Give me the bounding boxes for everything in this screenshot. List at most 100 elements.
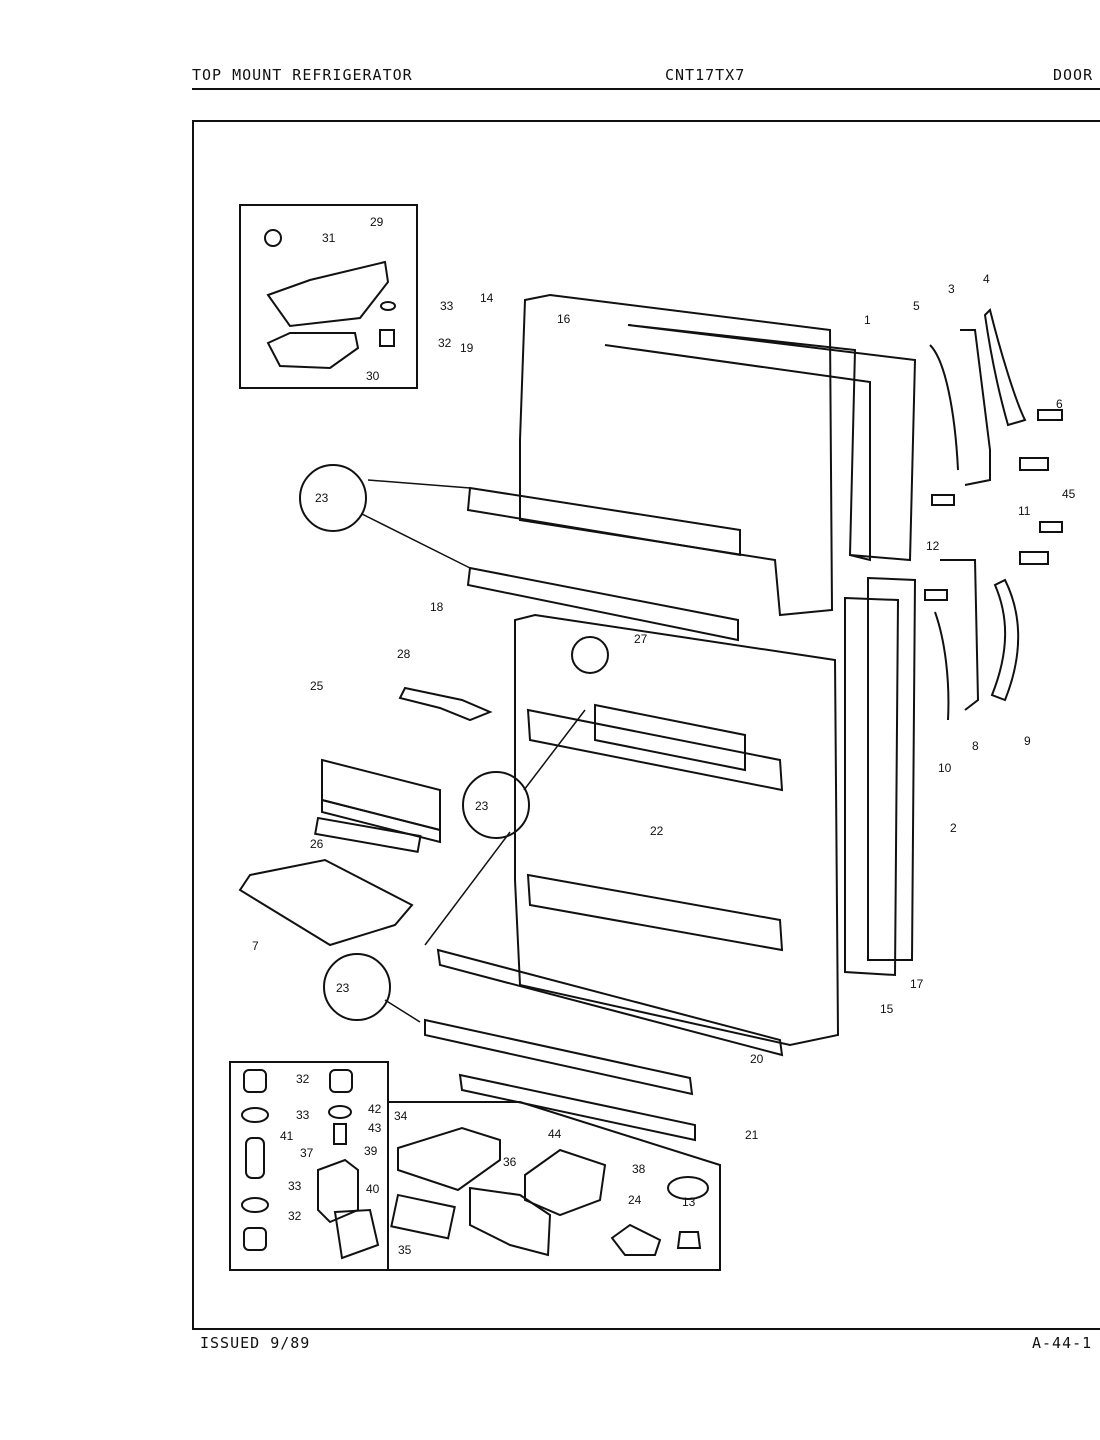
callout-1: 1	[864, 313, 871, 327]
freezer-gasket	[604, 344, 871, 562]
freezer-bottom-rail	[466, 566, 739, 642]
callout-24: 24	[628, 1193, 642, 1207]
callout-8: 8	[972, 739, 979, 753]
hinge-strap-4	[983, 308, 1027, 427]
fresh-food-outer-door	[867, 576, 917, 961]
inset-bottom-hinge	[229, 1061, 721, 1271]
plug-11-lower	[1019, 551, 1049, 565]
callout-35: 35	[398, 1243, 412, 1257]
callout-38: 38	[632, 1162, 646, 1176]
callout-41: 41	[280, 1129, 294, 1143]
hinge-cover-5	[929, 344, 959, 471]
hinge-44	[524, 1148, 607, 1217]
callout-44: 44	[548, 1127, 562, 1141]
callout-21: 21	[745, 1128, 759, 1142]
fresh-food-rail-20	[436, 948, 784, 1057]
callout-42: 42	[368, 1102, 382, 1116]
callout-7: 7	[252, 939, 259, 953]
callout-9: 9	[1024, 734, 1031, 748]
callout-29: 29	[370, 215, 384, 229]
callout-15: 15	[880, 1002, 894, 1016]
freezer-liner	[519, 293, 834, 617]
washer-33-b	[241, 1197, 269, 1213]
hinge-plate-36	[469, 1186, 552, 1257]
bracket-24	[610, 1223, 662, 1256]
callout-18: 18	[430, 600, 444, 614]
dairy-door-bottom	[321, 798, 441, 844]
callout-37: 37	[300, 1146, 314, 1160]
bottom-rail-21	[458, 1073, 696, 1142]
inset-top-hinge	[239, 204, 418, 389]
callout-20: 20	[750, 1052, 764, 1066]
header-model: CNT17TX7	[665, 66, 746, 84]
callout-25: 25	[310, 679, 324, 693]
pin-37	[245, 1137, 265, 1179]
callout-19: 19	[460, 341, 474, 355]
shim-35	[390, 1193, 456, 1240]
callout-6: 6	[1056, 397, 1063, 411]
callout-43: 43	[368, 1121, 382, 1135]
hinge-bracket-3	[960, 329, 991, 486]
plug-6	[1037, 409, 1063, 421]
header-section: DOOR	[1053, 66, 1094, 84]
dairy-label	[314, 816, 422, 853]
bracket-40	[333, 1208, 380, 1260]
plug-45	[1039, 521, 1063, 533]
header-title: TOP MOUNT REFRIGERATOR	[192, 66, 413, 84]
callout-27: 27	[634, 632, 648, 646]
callout-5: 5	[913, 299, 920, 313]
callout-16: 16	[557, 312, 571, 326]
cap-13	[676, 1231, 702, 1249]
callout-32-top: 32	[438, 336, 452, 350]
callout-34: 34	[394, 1109, 408, 1123]
callout-10: 10	[938, 761, 952, 775]
callout-14: 14	[480, 291, 494, 305]
callout-22: 22	[650, 824, 664, 838]
diagram-frame	[192, 120, 1100, 1330]
hinge-bushing	[379, 329, 395, 347]
egg-tray	[238, 858, 414, 947]
callout-23-top: 23	[315, 491, 329, 505]
callout-circle-27	[571, 636, 609, 674]
bushing-32-c	[329, 1069, 353, 1093]
plug-11-upper	[1019, 457, 1049, 471]
callout-12: 12	[926, 539, 940, 553]
footer-issued: ISSUED 9/89	[200, 1334, 311, 1352]
callout-32-inset-b: 32	[288, 1209, 302, 1223]
callout-3: 3	[948, 282, 955, 296]
top-hinge-part	[266, 260, 390, 328]
washer-43	[328, 1105, 352, 1119]
freezer-shelf-rail	[466, 486, 741, 557]
hinge-washer	[380, 301, 396, 311]
callout-31: 31	[322, 231, 336, 245]
callout-11: 11	[1018, 504, 1031, 518]
callout-4: 4	[983, 272, 990, 286]
callout-39: 39	[364, 1144, 378, 1158]
callout-26: 26	[310, 837, 324, 851]
bolt-41	[333, 1123, 347, 1145]
callout-28: 28	[397, 647, 411, 661]
washer-33-a	[241, 1107, 269, 1123]
hinge-cover-10	[934, 611, 950, 721]
fresh-food-liner	[514, 613, 840, 1047]
callout-23-mid: 23	[475, 799, 489, 813]
bottom-rail-21-upper	[424, 1018, 694, 1096]
fresh-food-gasket	[844, 596, 900, 977]
callout-circle-23-top	[299, 464, 367, 532]
callout-circle-23-bottom	[323, 953, 391, 1021]
fresh-food-rail-22	[594, 703, 746, 772]
dairy-door	[321, 758, 441, 832]
hinge-strap-9	[990, 578, 1020, 702]
freezer-outer-door	[627, 324, 917, 562]
callout-33-inset-a: 33	[296, 1108, 310, 1122]
bushing-32-a	[243, 1069, 267, 1093]
callout-36: 36	[503, 1155, 517, 1169]
hinge-shim	[266, 332, 360, 370]
callout-13: 13	[682, 1195, 696, 1209]
hinge-screw	[264, 229, 282, 247]
bottom-hinge-34	[397, 1126, 501, 1192]
callout-32-inset-a: 32	[296, 1072, 310, 1086]
fresh-food-shelf-2	[526, 873, 784, 952]
callout-17: 17	[910, 977, 924, 991]
hinge-bracket-8	[940, 559, 980, 711]
